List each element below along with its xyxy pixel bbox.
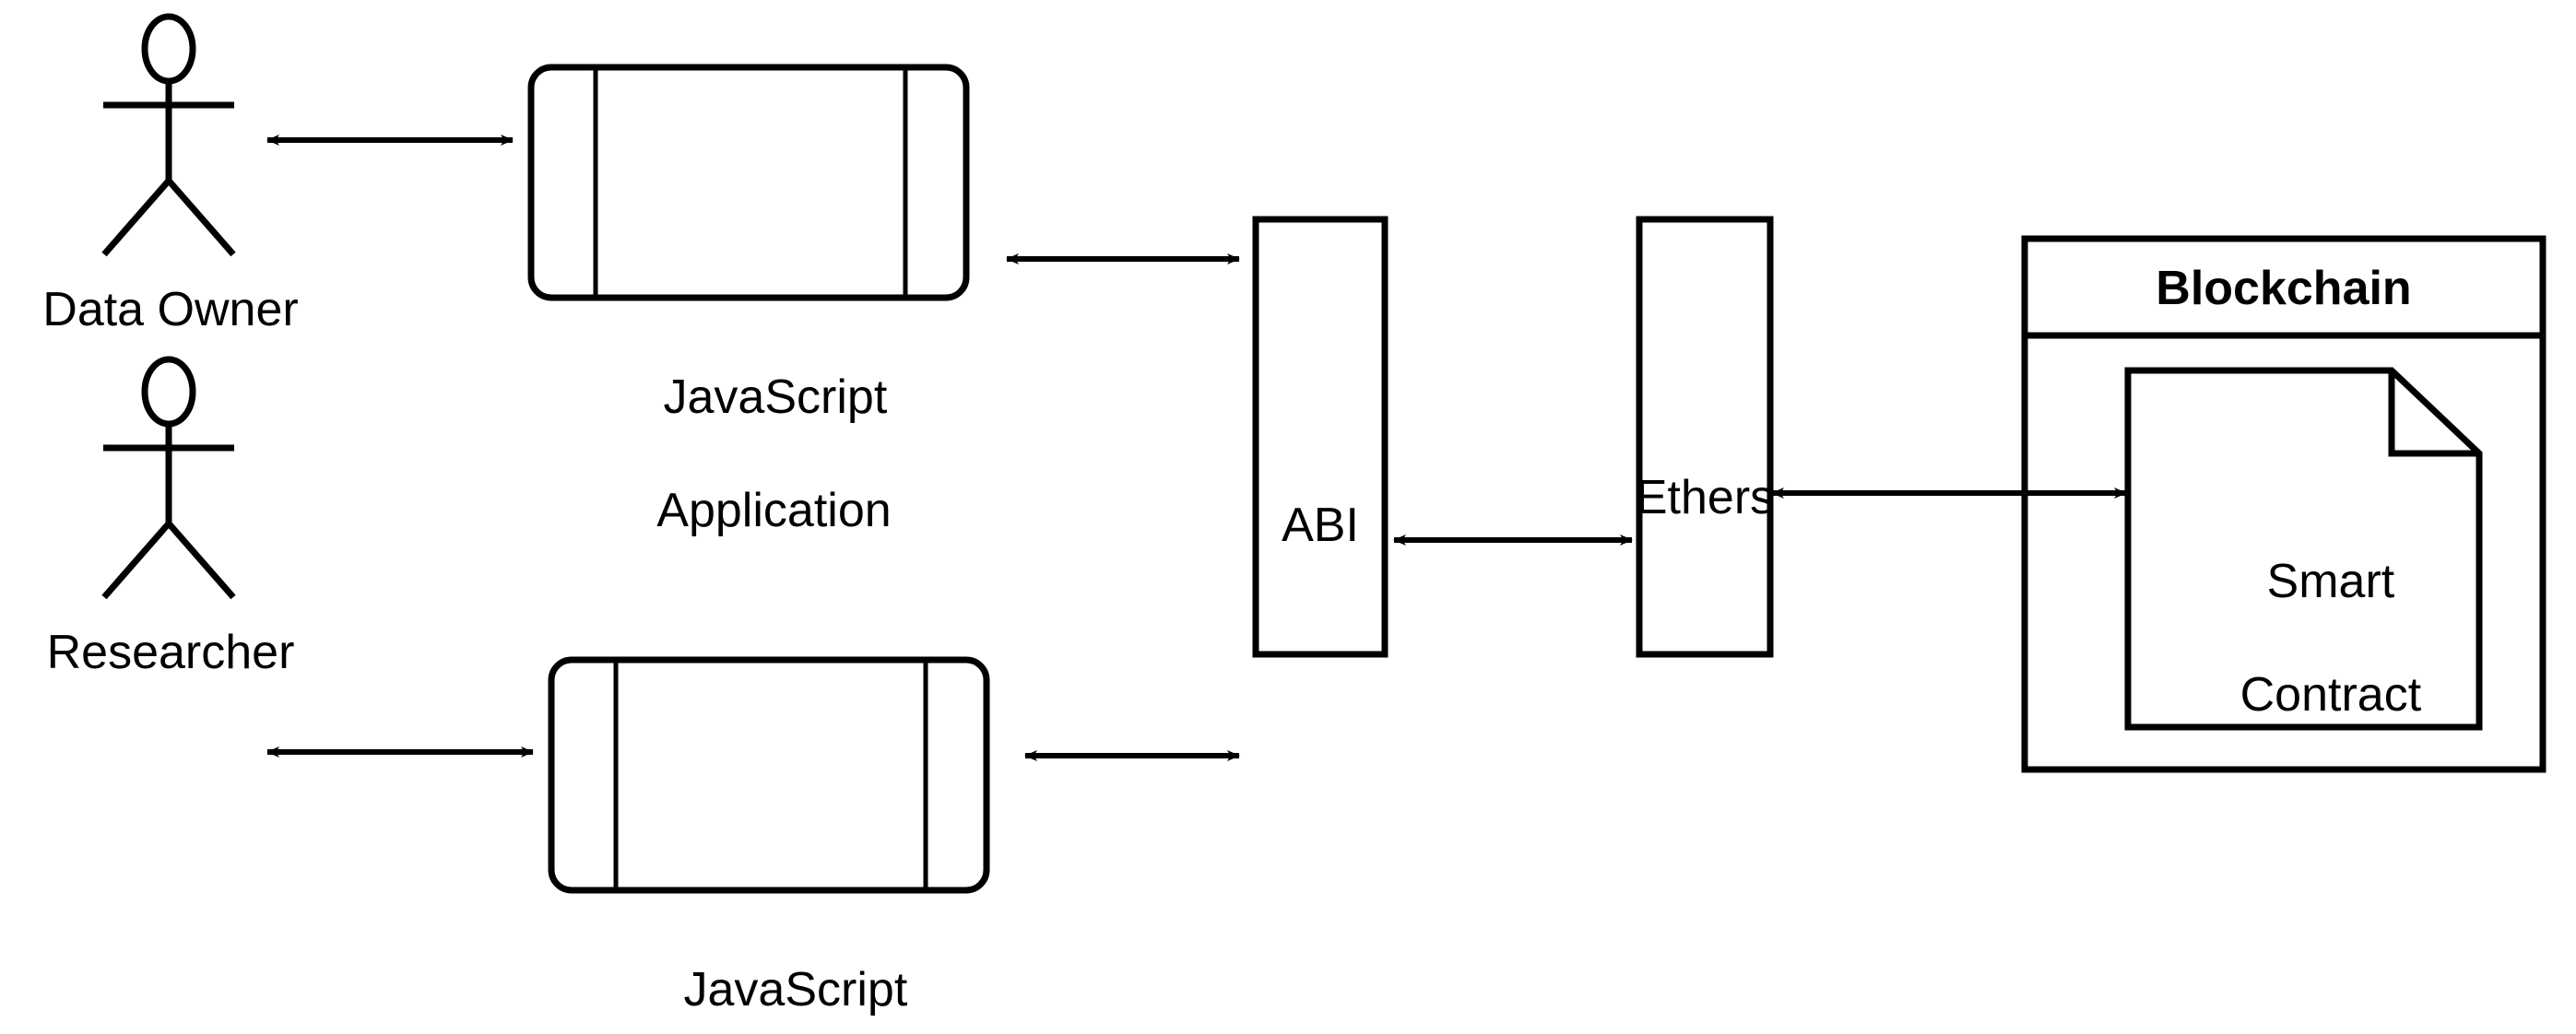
layer-ethers-shape xyxy=(1636,216,1774,658)
component-label-line1: JavaScript xyxy=(683,963,908,1017)
artifact-label-smart-contract: Smart Contract xyxy=(2128,498,2480,781)
actor-label-data-owner: Data Owner xyxy=(42,283,299,336)
actor-researcher-figure xyxy=(101,356,236,600)
layer-label-abi: ABI xyxy=(1282,499,1359,552)
package-title-blockchain: Blockchain xyxy=(2156,262,2412,315)
component-label-js-app-bottom: JavaScript Application xyxy=(548,906,990,1034)
artifact-label-line1: Smart xyxy=(2266,555,2395,609)
component-label-line1: JavaScript xyxy=(663,370,888,425)
layer-abi-shape xyxy=(1252,216,1388,658)
component-js-app-top-shape xyxy=(527,64,970,301)
component-label-js-app-top: JavaScript Application xyxy=(527,313,970,596)
actor-data-owner-figure xyxy=(101,13,236,257)
actor-label-researcher: Researcher xyxy=(46,626,295,679)
component-js-app-bottom-shape xyxy=(548,656,990,894)
layer-label-ethers: Ethers xyxy=(1635,471,1775,524)
component-label-line2: Application xyxy=(656,484,892,538)
artifact-smart-contract-shape xyxy=(2124,367,2483,731)
artifact-label-line2: Contract xyxy=(2239,668,2422,723)
